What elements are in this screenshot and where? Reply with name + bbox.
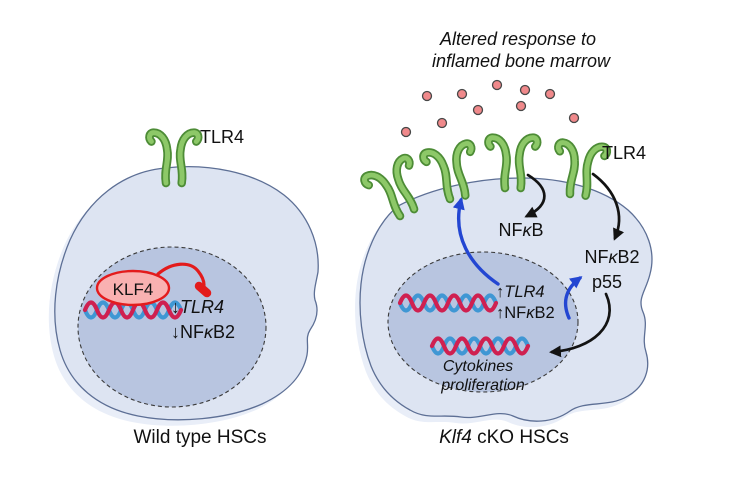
tlr4-receptor-label: TLR4: [602, 143, 646, 163]
nfkb2-upregulated-label: ↑NFκB2: [496, 304, 555, 322]
tlr4-upregulation-arrow: [452, 197, 500, 286]
cko-panel: TLR4 NFκB NFκB2 p55 ↑TLR4 ↑NFκB2 Cy: [355, 79, 653, 448]
molecule-dot: [515, 100, 527, 112]
wild-type-panel: TLR4 KLF4 ↓TLR4 ↓NFκB2 Wild type HSCs: [48, 127, 319, 448]
molecule-dot: [436, 117, 448, 129]
molecule-dot: [456, 88, 468, 100]
nfkb2-to-p55-arrow: [563, 276, 583, 320]
up-arrow-icon: ↑: [496, 283, 504, 301]
proliferation-label: proliferation: [440, 377, 525, 394]
cko-nucleus: [387, 251, 579, 393]
figure-title: Altered response to inflamed bone marrow: [432, 29, 611, 71]
inhibition-bar: [194, 281, 212, 298]
tlr4-to-nfkb2-arrow: [591, 172, 624, 241]
molecule-dot: [472, 104, 484, 116]
title-line-1: Altered response to: [439, 29, 596, 49]
nfkb2-downregulated-label: ↓NFκB2: [171, 322, 235, 342]
inhibition-arrow: [156, 262, 206, 287]
down-arrow-icon: ↓: [171, 297, 180, 317]
up-arrow-icon: ↑: [496, 304, 504, 322]
klf4-protein: [95, 269, 171, 307]
molecule-dot: [544, 88, 556, 100]
molecule-dot: [421, 90, 433, 102]
cko-caption: Klf4 cKO HSCs: [439, 427, 569, 448]
tlr4-to-nfkb-arrow: [524, 173, 546, 218]
cytokines-label: Cytokines: [443, 358, 513, 375]
tlr4-upregulated-label: ↑TLR4: [496, 283, 545, 301]
dna-helix-icon: [397, 293, 499, 313]
molecule-dot: [519, 84, 531, 96]
molecule-dot: [568, 112, 580, 124]
p55-to-cytokines-arrow: [549, 292, 611, 358]
molecule-dot: [400, 126, 412, 138]
nfkb-label: NFκB: [498, 220, 543, 240]
klf4-label: KLF4: [113, 280, 154, 299]
dna-helix-icon: [82, 300, 184, 320]
p55-label: p55: [592, 272, 622, 292]
inflammatory-molecules: [400, 79, 580, 138]
tlr4-receptor-label: TLR4: [200, 127, 244, 147]
title-line-2: inflamed bone marrow: [432, 51, 611, 71]
nfkb2-label: NFκB2: [584, 247, 639, 267]
down-arrow-icon: ↓: [171, 322, 180, 342]
wild-type-caption: Wild type HSCs: [133, 427, 266, 448]
tlr4-downregulated-label: ↓TLR4: [171, 297, 224, 317]
dna-helix-icon: [429, 336, 531, 356]
molecule-dot: [491, 79, 503, 91]
